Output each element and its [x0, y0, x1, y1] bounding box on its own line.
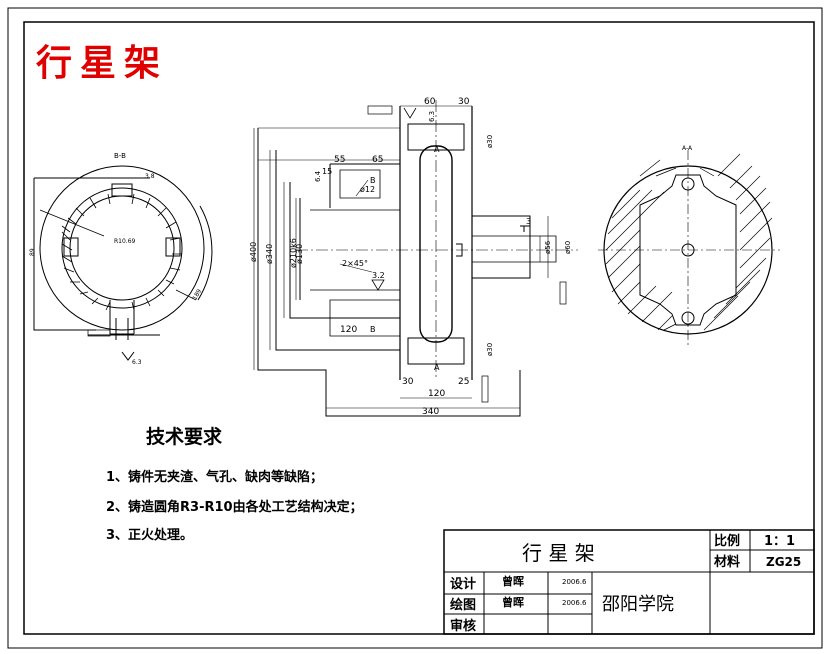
bb-dim-89: 89: [29, 248, 36, 256]
title-draw-label: 绘图: [450, 597, 476, 613]
section-aa-view: A-A: [598, 145, 780, 346]
title-designer: 曾晖: [502, 574, 524, 588]
dim-a-top: A: [434, 145, 440, 154]
section-bb-view: B-B 89 189 R10.69 3.8 6.3: [29, 152, 213, 366]
dim-120-bot: 120: [428, 389, 445, 399]
requirement-item-1: 1、铸件无夹渣、气孔、缺肉等缺陷；: [106, 470, 324, 485]
requirements-heading: 技术要求: [146, 426, 223, 448]
dim-400: ø400: [249, 242, 258, 262]
section-bb-label: B-B: [114, 152, 126, 160]
dim-56: ø56: [544, 240, 552, 254]
dim-a-bottom: A: [434, 363, 440, 372]
title-drafter: 曾晖: [502, 595, 524, 609]
title-design-label: 设计: [450, 576, 476, 592]
dim-55: 55: [334, 155, 345, 165]
bb-dim-r10: R10.69: [114, 238, 136, 245]
dim-340-bot: 340: [422, 407, 439, 417]
dim-chamfer: 2×45°: [342, 259, 368, 268]
dim-30-rb: ø30: [486, 343, 494, 356]
title-review-label: 审核: [450, 618, 476, 634]
dim-12: ø12: [360, 185, 375, 194]
title-material-value: ZG25: [766, 555, 801, 569]
dim-60r: ø60: [564, 241, 572, 254]
title-block: [443, 529, 815, 635]
main-section-view: 60 30 55 65 15 6.4 ø12 B ø400 ø340 ø210k…: [249, 97, 578, 417]
dim-25: 25: [458, 377, 469, 387]
title-scale-label: 比例: [714, 533, 740, 549]
dim-3: 3: [526, 217, 531, 226]
section-aa-label: A-A: [682, 145, 693, 152]
dim-210: ø210k6: [289, 238, 298, 268]
dim-6-4: 6.4: [314, 170, 322, 182]
dim-15: 15: [322, 167, 332, 176]
dim-60: 60: [424, 97, 436, 107]
outer-border: [7, 7, 823, 649]
bb-dim-189: 189: [191, 288, 203, 302]
dim-rough-63: 6.3: [428, 111, 436, 122]
drawing-title: 行星架: [36, 43, 169, 84]
inner-border: [23, 21, 815, 635]
dim-340: ø340: [265, 244, 274, 264]
title-part-name: 行 星 架: [522, 541, 595, 565]
dim-30-bl: 30: [402, 377, 414, 387]
title-design-date: 2006.6: [562, 578, 587, 586]
dim-65: 65: [372, 155, 383, 165]
dim-30-ra: ø30: [486, 135, 494, 148]
dim-rough-32: 3.2: [372, 271, 385, 280]
title-school: 邵阳学院: [602, 594, 674, 615]
title-material-label: 材料: [714, 554, 740, 570]
requirement-item-3: 3、正火处理。: [106, 528, 194, 543]
dim-120-b: 120: [340, 325, 357, 335]
requirement-item-2: 2、铸造圆角R3-R10由各处工艺结构决定；: [106, 500, 363, 515]
title-scale-value: 1：1: [764, 534, 795, 549]
dim-130: ø130: [295, 244, 304, 264]
bb-rough-38: 3.8: [145, 173, 155, 180]
dim-30-top: 30: [458, 97, 470, 107]
bb-rough-63: 6.3: [132, 359, 142, 366]
dim-b-bottom: B: [370, 325, 376, 334]
dim-b-top: B: [370, 176, 376, 185]
title-draw-date: 2006.6: [562, 599, 587, 607]
